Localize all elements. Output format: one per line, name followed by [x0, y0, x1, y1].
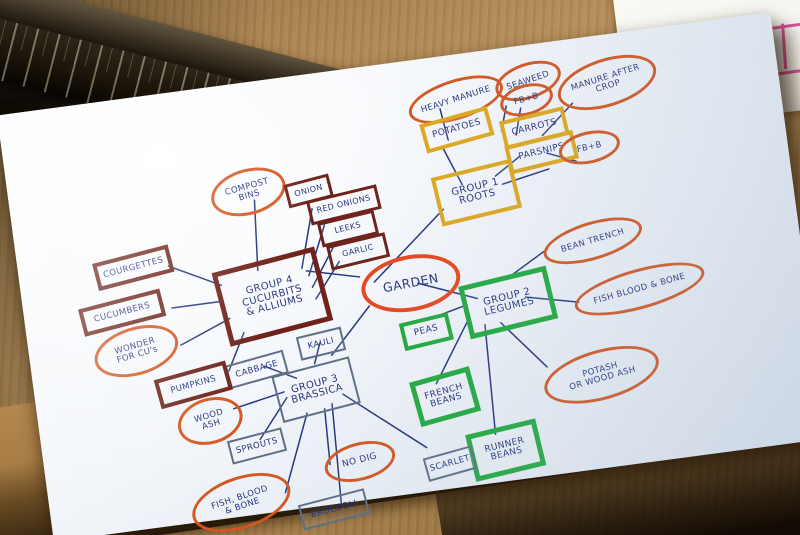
- main-paper-sheet: GARDEN GROUP 1 ROOTS HEAVY MANURE SEAWEE…: [0, 12, 800, 535]
